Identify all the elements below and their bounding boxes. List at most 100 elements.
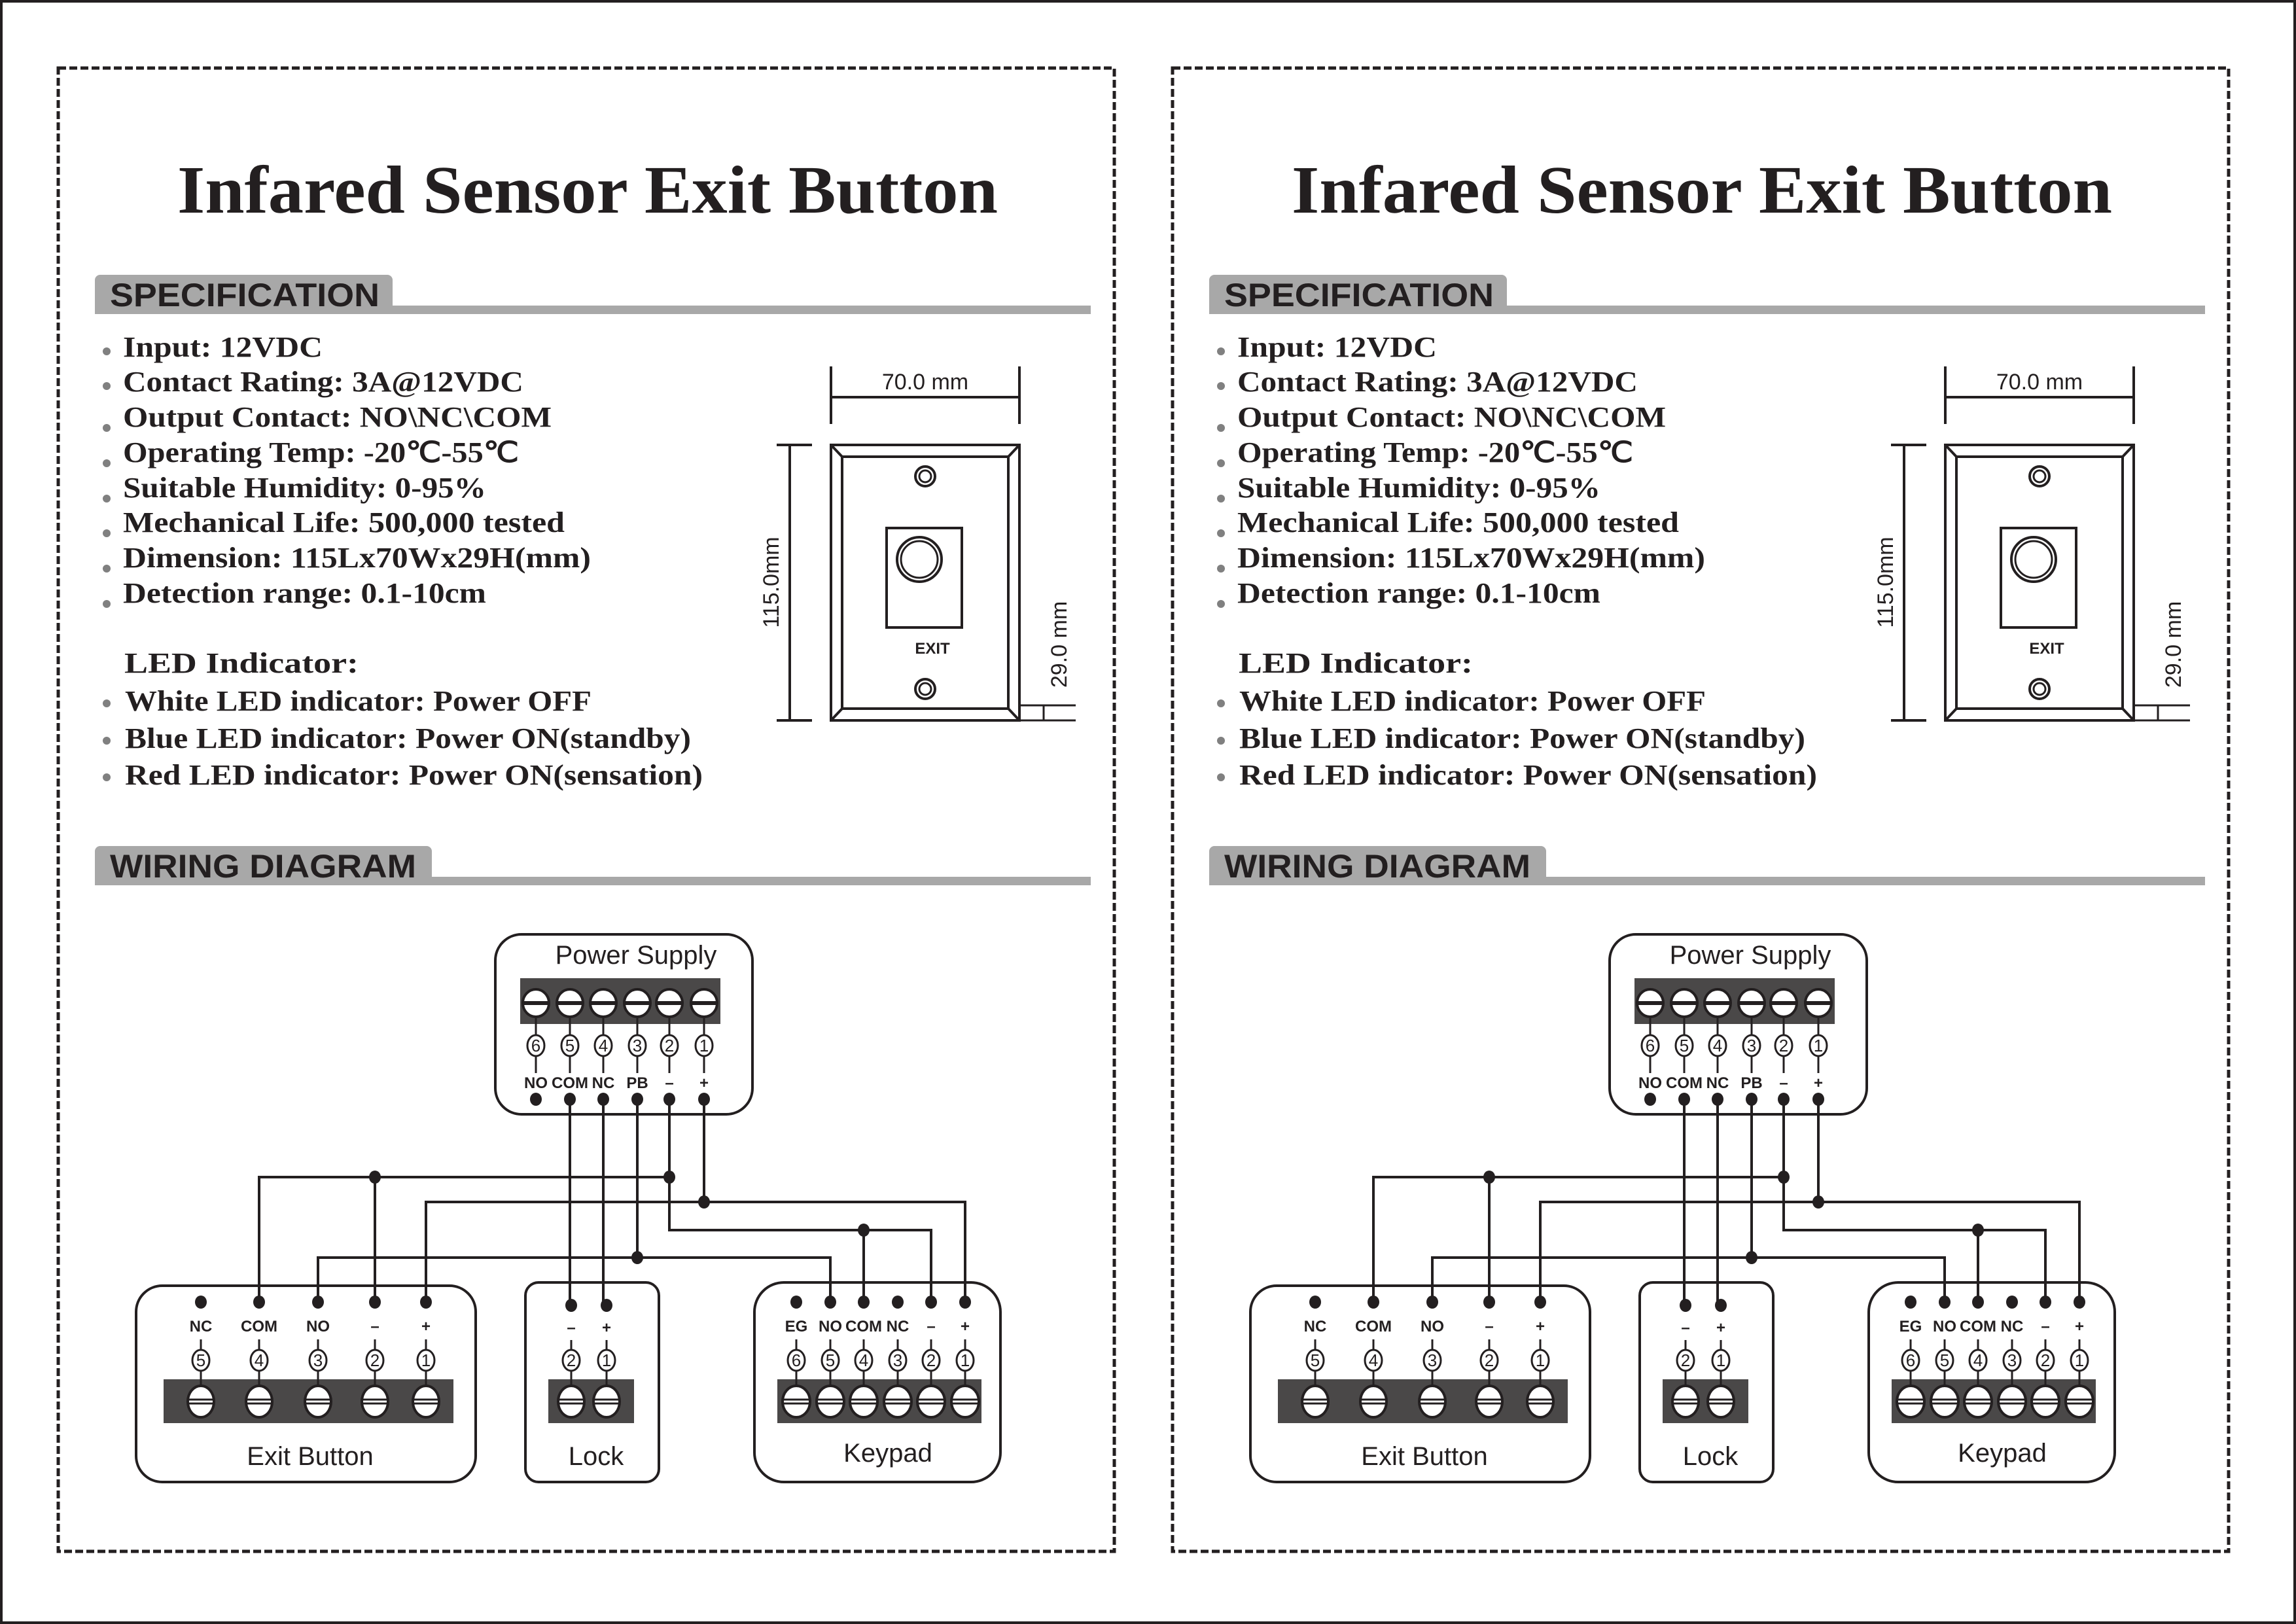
terminal-label: NC — [592, 1074, 615, 1092]
panel: Infared Sensor Exit Button SPECIFICATION… — [56, 66, 1116, 1553]
bullet-icon — [1217, 347, 1225, 355]
terminal-number: 4 — [1369, 1350, 1378, 1370]
screw-terminal-icon — [589, 988, 618, 1018]
screw-terminal-icon — [1737, 988, 1766, 1018]
terminal-number-circle — [1968, 1349, 1988, 1372]
screw-hole-top-inner — [918, 469, 932, 484]
terminal-number-circle — [921, 1349, 941, 1372]
screw-hole-bottom — [914, 678, 936, 700]
terminal-label: COM — [1960, 1318, 1996, 1335]
bullet-icon — [103, 737, 111, 745]
exit-label: EXIT — [915, 640, 950, 658]
screw-terminal-icon — [655, 988, 684, 1018]
terminal-number-circle — [365, 1349, 385, 1372]
terminal-number-circle — [694, 1034, 714, 1057]
terminal-strip — [520, 978, 720, 1024]
screw-hole-bottom — [2028, 678, 2051, 700]
bullet-icon — [1217, 495, 1225, 503]
bullet-icon — [103, 495, 111, 503]
terminal-number-circle — [854, 1349, 874, 1372]
terminal-number: 3 — [893, 1350, 902, 1370]
spec-item: Operating Temp: -20℃-55℃ — [1237, 436, 1633, 468]
spec-item: Suitable Humidity: 0-95% — [123, 472, 486, 504]
bullet-icon — [1217, 382, 1225, 390]
bullet-icon — [1217, 565, 1225, 573]
sensor-ring-inner — [2014, 540, 2053, 579]
width-label: 70.0 mm — [1996, 370, 2083, 395]
terminal-label: EG — [1899, 1318, 1922, 1335]
screw-terminal-icon — [1896, 1385, 1926, 1419]
terminal-label: – — [927, 1318, 935, 1335]
spec-item: Detection range: 0.1-10cm — [123, 577, 486, 609]
keypad-label: Keypad — [1958, 1439, 2047, 1468]
terminal-number: 2 — [1779, 1036, 1788, 1055]
junction-dot — [1483, 1171, 1495, 1184]
bullet-icon — [103, 699, 111, 707]
page-title: Infared Sensor Exit Button — [177, 152, 998, 228]
screw-terminal-icon — [1930, 1385, 1960, 1419]
terminal-number: 5 — [1940, 1350, 1949, 1370]
lock-label: Lock — [1683, 1442, 1739, 1471]
terminal-label: – — [1485, 1318, 1493, 1335]
wiring-diagram-header: WIRING DIAGRAM — [1209, 846, 2205, 885]
terminal-number: 4 — [859, 1350, 868, 1370]
terminal-number-circle — [1422, 1349, 1442, 1372]
led-item: Blue LED indicator: Power ON(standby) — [125, 722, 691, 754]
screw-terminal-icon — [916, 1385, 946, 1419]
terminal-number: 2 — [370, 1350, 380, 1370]
connection-dot — [1309, 1296, 1321, 1309]
terminal-number-circle — [1742, 1034, 1761, 1057]
screw-terminal-icon — [1359, 1385, 1388, 1419]
screw-terminal-icon — [1418, 1385, 1447, 1419]
screw-terminal-icon — [1475, 1385, 1504, 1419]
plate-outer — [830, 444, 1021, 722]
height-label: 115.0mm — [1873, 537, 1898, 627]
terminal-strip — [777, 1379, 981, 1423]
wires — [258, 1099, 966, 1305]
specification-header: SPECIFICATION — [1209, 275, 2205, 314]
terminal-number-circle — [416, 1349, 436, 1372]
specification-header-label: SPECIFICATION — [1224, 277, 1494, 313]
sensor-ring-icon — [2010, 536, 2057, 583]
connection-dot — [2006, 1296, 2018, 1309]
wire — [258, 1176, 669, 1302]
wires — [1372, 1099, 2081, 1305]
terminal-number: 2 — [567, 1350, 576, 1370]
terminal-number: 5 — [826, 1350, 835, 1370]
depth-label: 29.0 mm — [2161, 601, 2186, 688]
terminal-label: PB — [626, 1074, 648, 1092]
terminal-number-circle — [1305, 1349, 1325, 1372]
terminal-number-circle — [786, 1349, 806, 1372]
terminal-number-circle — [1711, 1349, 1731, 1372]
bullet-icon — [1217, 699, 1225, 707]
terminal-number-circle — [1935, 1349, 1954, 1372]
led-item: Blue LED indicator: Power ON(standby) — [1239, 722, 1805, 754]
spec-item: Mechanical Life: 500,000 tested — [123, 506, 565, 538]
bullet-icon — [103, 424, 111, 432]
screw-terminal-icon — [1670, 988, 1699, 1018]
exit-label: EXIT — [2029, 640, 2064, 658]
bevel-tl — [830, 444, 843, 458]
terminal-number: 2 — [927, 1350, 936, 1370]
terminal-number: 6 — [1906, 1350, 1915, 1370]
spec-item: Contact Rating: 3A@12VDC — [1237, 366, 1638, 398]
junction-dot — [858, 1224, 870, 1237]
junction-dot — [1778, 1171, 1790, 1184]
bullet-icon — [103, 565, 111, 573]
terminal-number: 1 — [2075, 1350, 2084, 1370]
terminal-label: COM — [845, 1318, 882, 1335]
terminal-label: + — [699, 1074, 709, 1092]
terminal-number-circle — [1809, 1034, 1828, 1057]
terminal-strip — [1634, 978, 1835, 1024]
bullet-icon — [103, 382, 111, 390]
terminal-label: + — [1716, 1319, 1725, 1337]
screw-hole-top — [914, 465, 936, 487]
terminal-label: COM — [1355, 1318, 1392, 1335]
sensor-ring-icon — [896, 536, 943, 583]
terminal-number-circle — [1774, 1034, 1793, 1057]
wire — [668, 1099, 932, 1302]
terminal-number: 3 — [1747, 1036, 1756, 1055]
wire — [425, 1201, 966, 1302]
